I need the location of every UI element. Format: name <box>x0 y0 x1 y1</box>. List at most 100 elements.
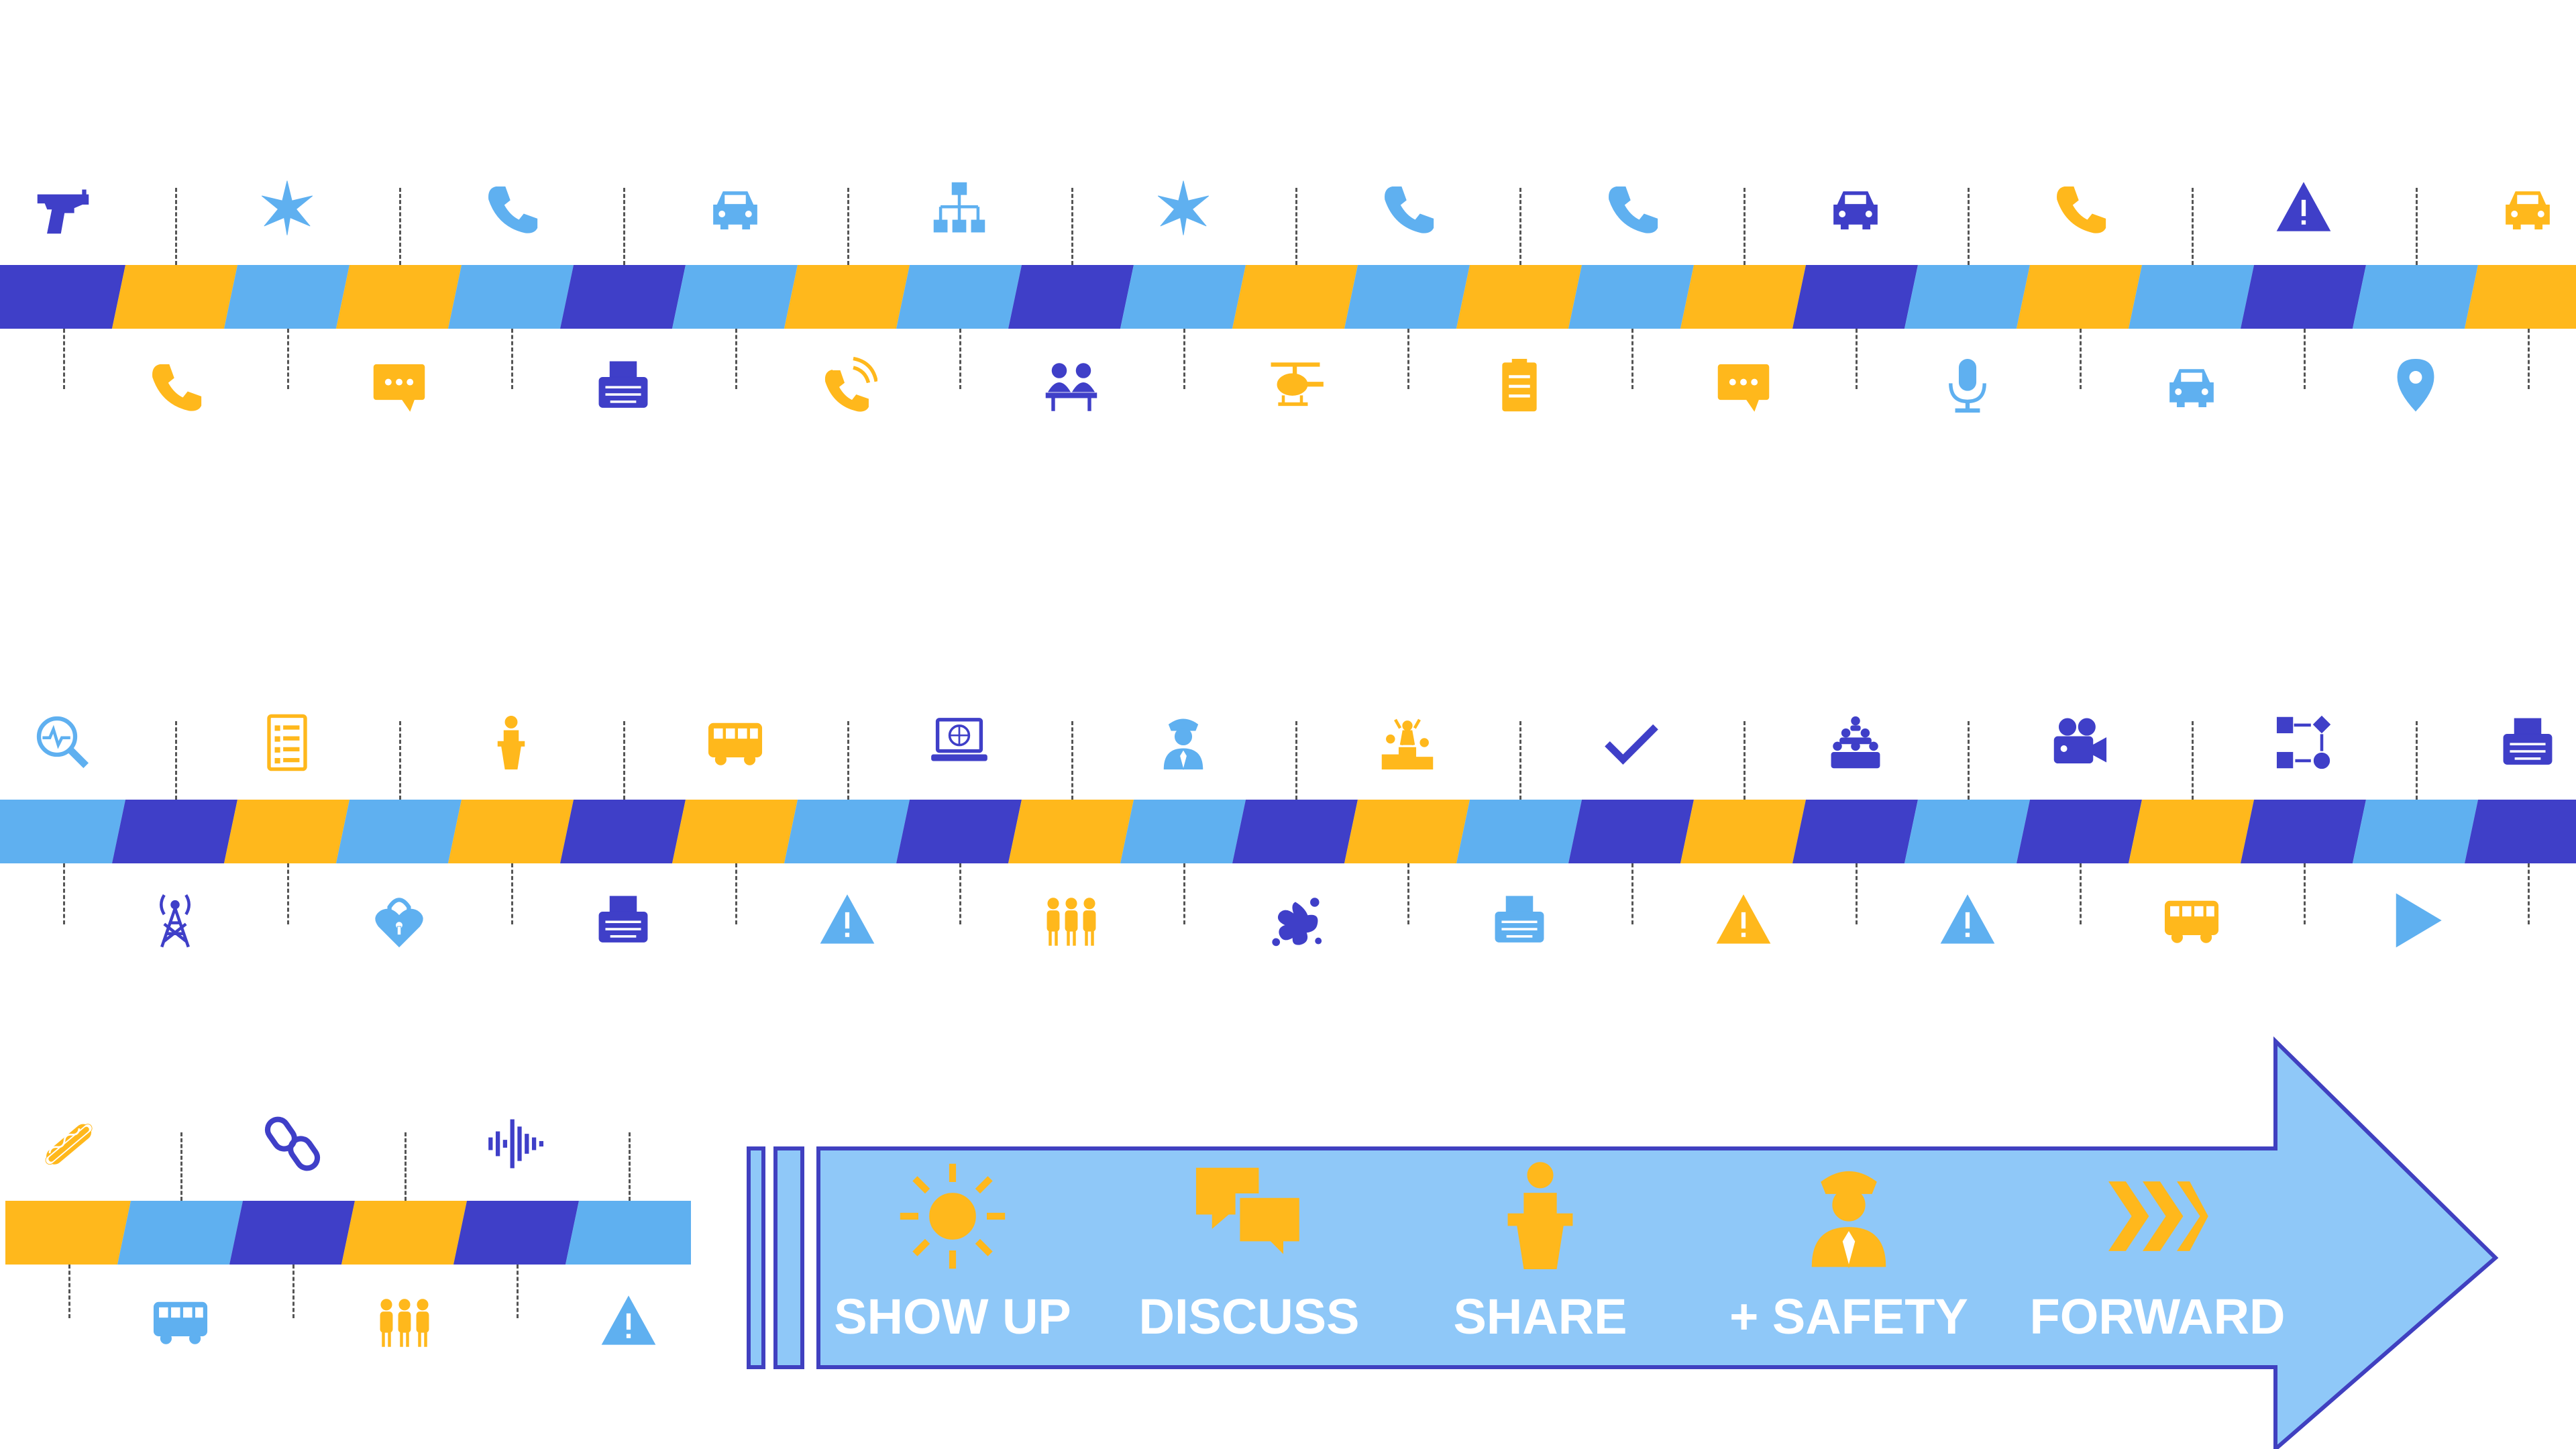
connector-line <box>1183 329 1185 389</box>
group-icon <box>374 1291 435 1352</box>
typewriter-icon <box>1489 890 1550 951</box>
workflow-icon <box>2273 712 2334 773</box>
time-segment <box>784 265 910 329</box>
connector-line <box>1295 188 1297 265</box>
connector-line <box>511 863 513 924</box>
time-segment <box>896 265 1022 329</box>
connector-line <box>398 188 401 265</box>
time-segment <box>672 265 798 329</box>
car-icon <box>2498 178 2558 238</box>
chat-icon <box>1713 356 1774 416</box>
banner-item-share: SHARE <box>1453 1289 1627 1344</box>
podium-icon <box>481 712 541 773</box>
laptop-globe-icon <box>929 712 989 773</box>
connector-line <box>398 721 401 800</box>
connector-line <box>847 721 849 800</box>
crowd-icon <box>1825 712 1886 773</box>
clipboard-icon <box>1489 356 1550 416</box>
connector-line <box>628 1132 631 1201</box>
location-pin-icon <box>2385 356 2446 416</box>
timeline-row-row2 <box>0 800 2576 863</box>
connector-line <box>62 329 65 389</box>
warning-icon <box>2273 178 2334 238</box>
heart-lock-icon <box>369 890 429 951</box>
connector-line <box>1855 863 1858 924</box>
officer-icon <box>1788 1159 1909 1273</box>
connector-line <box>1519 721 1521 800</box>
time-segment <box>1008 800 1134 863</box>
chat-bubbles-icon <box>1189 1159 1309 1273</box>
checklist-icon <box>257 712 317 773</box>
connector-line <box>1743 188 1746 265</box>
connector-line <box>847 188 849 265</box>
chevrons-icon <box>2097 1159 2218 1273</box>
time-segment <box>2353 800 2478 863</box>
time-segment <box>1120 800 1246 863</box>
time-segment <box>2241 265 2366 329</box>
connector-line <box>1967 721 1970 800</box>
time-segment <box>117 1201 243 1265</box>
radio-tower-icon <box>145 890 205 951</box>
car-icon <box>2161 356 2222 416</box>
connector-line <box>2527 329 2530 389</box>
connector-line <box>1631 329 1633 389</box>
connector-line <box>2079 329 2082 389</box>
connector-line <box>286 863 289 924</box>
connector-line <box>2303 329 2306 389</box>
time-segment <box>112 265 237 329</box>
car-icon <box>705 178 765 238</box>
time-segment <box>560 265 686 329</box>
phone-icon <box>1601 178 1662 238</box>
sun-icon <box>892 1159 1013 1273</box>
time-segment <box>672 800 798 863</box>
star-burst-icon <box>1153 178 1214 238</box>
time-segment <box>2017 265 2142 329</box>
connector-line <box>2303 863 2306 924</box>
car-icon <box>1825 178 1886 238</box>
connector-line <box>1631 863 1633 924</box>
phone-ring-icon <box>817 356 877 416</box>
typewriter-icon <box>593 890 653 951</box>
video-camera-icon <box>2049 712 2110 773</box>
connector-line <box>2191 721 2194 800</box>
time-segment <box>1568 800 1694 863</box>
chat-icon <box>369 356 429 416</box>
bus-icon <box>705 712 765 773</box>
connector-line <box>1967 188 1970 265</box>
time-segment <box>2241 800 2366 863</box>
connector-line <box>1407 329 1409 389</box>
banner-arrow <box>816 1036 2499 1449</box>
time-segment <box>1792 265 1918 329</box>
time-segment <box>448 800 574 863</box>
connector-line <box>1855 329 1858 389</box>
connector-line <box>1295 721 1297 800</box>
warning-icon <box>1937 890 1998 951</box>
star-burst-icon <box>257 178 317 238</box>
timeline-row-row3 <box>5 1201 691 1265</box>
connector-line <box>959 863 961 924</box>
connector-line <box>623 721 625 800</box>
warning-icon <box>1713 890 1774 951</box>
connector-line <box>1743 721 1746 800</box>
podium-people-icon <box>1377 712 1438 773</box>
connector-line <box>516 1265 519 1318</box>
bus-icon <box>150 1291 211 1352</box>
microphone-icon <box>1937 356 1998 416</box>
time-segment <box>2017 800 2142 863</box>
check-icon <box>1601 712 1662 773</box>
splash-icon <box>1265 890 1326 951</box>
bus-icon <box>2161 890 2222 951</box>
connector-line <box>1183 863 1185 924</box>
connector-line <box>2415 188 2418 265</box>
time-segment <box>341 1201 467 1265</box>
connector-line <box>735 863 737 924</box>
time-segment <box>566 1201 691 1265</box>
time-segment <box>453 1201 579 1265</box>
banner-item-show-up: SHOW UP <box>834 1289 1071 1344</box>
phone-icon <box>481 178 541 238</box>
connector-line <box>292 1265 294 1318</box>
officer-icon <box>1153 712 1214 773</box>
phone-icon <box>2049 178 2110 238</box>
time-segment <box>1344 800 1470 863</box>
time-segment <box>2129 800 2254 863</box>
